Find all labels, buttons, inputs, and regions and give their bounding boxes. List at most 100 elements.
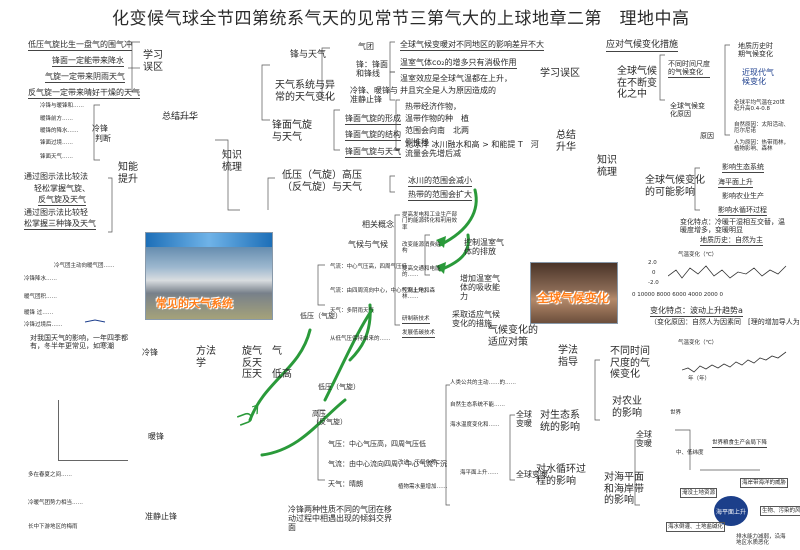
glacier: 冰川的范围会减小	[408, 176, 472, 188]
review-label: 学习 误区	[143, 50, 163, 73]
air-mass: 气团	[358, 42, 374, 51]
adapt-label: 气候变化的 适应对策	[488, 325, 538, 348]
recent-node: 近现代气 候变化	[742, 68, 774, 87]
temperature-chart: 气温变化（℃） 2.0 0 -2.0 0 10000 8000 6000 400…	[632, 252, 798, 298]
warm-note-2: 多在春夏之间……	[28, 472, 73, 478]
pressure-label: 低压（气旋）高压 （反气旋）与天气	[282, 170, 362, 193]
measures-title: 应对气候变化措施	[606, 40, 679, 53]
chart-label-2: （变化原因：自然人为因素同 [理的增加导人为因素为主	[650, 318, 800, 326]
cold-note-3: 暖气团积……	[24, 294, 58, 300]
pressure-note-2: 气流：由四周流向中心，中心气流上升；	[330, 288, 430, 294]
front-systems: 冷锋、暖锋与 准静止锋	[350, 86, 398, 105]
chart-xticks: 0 10000 8000 6000 4000 2000 0	[632, 292, 723, 298]
cause-1: 热带经济作物，	[405, 102, 461, 111]
knowledge-right: 知识 梳理	[597, 155, 617, 178]
flow-item-5: 排水能力减弱，沿海地区水质恶化	[736, 534, 786, 547]
front-types: 锋：锋面 和锋线	[356, 60, 388, 79]
tropics: 热带的范围会扩大	[408, 190, 472, 202]
tiny-rule-3: 暖锋的降水……	[40, 128, 79, 134]
photo-weather-label: 常见的天气系统	[156, 297, 233, 310]
small-note-2: 改变能源消费结构	[402, 242, 441, 255]
flow-item-6: 世界	[670, 410, 682, 416]
small-note-10: 改进、干旱化等……	[398, 460, 448, 466]
recent-series-line	[682, 351, 787, 373]
flow-item-3: 淹没土地资源	[680, 488, 718, 499]
pressure-note-5: 气压：中心气压高，四周气压低	[328, 440, 426, 448]
cold-note-1: 冷气团主动向暖气团……	[54, 263, 115, 269]
judge-label-2: 判断	[95, 134, 111, 143]
comparison-5: 松掌握三种锋及天气	[24, 219, 96, 231]
small-note-8: 自然生态系统不能……	[450, 402, 506, 408]
rule-1: 低压气旋比生一盘气的围气冲	[28, 40, 132, 52]
agri-impact: 对农业 的影响	[612, 396, 642, 419]
cold-note-2: 冷锋降水……	[24, 276, 58, 282]
low-pressure-node: 低压（气旋）	[300, 312, 342, 320]
chart-tick-2: 0	[652, 270, 656, 276]
pressure-note-6: 气流：由中心流向四周，中心气流下沉	[328, 460, 447, 468]
flow-item-7: 中、低纬度	[676, 450, 704, 456]
cold-note-4: 暖锋 过……	[24, 310, 54, 316]
comparison-4: 通过图示法比较轻	[24, 208, 88, 217]
chart-tick-1: 2.0	[648, 260, 657, 266]
sea-level-center: 海平面上升	[714, 496, 748, 526]
impact-sea: 海平面上升	[718, 178, 753, 189]
rising-note: 全球平均气温在20世 纪升高0.4-0.8	[734, 100, 785, 113]
flow-item-1: 世界粮食生产会局下降	[712, 440, 768, 449]
axis-y-label: 气温变化（℃）	[678, 340, 718, 346]
small-note-3: 提高交通和电能的……	[402, 266, 441, 279]
cyclone-row-1: 锋面气旋的形成	[345, 114, 401, 126]
tiny-rule-4: 锋面过境……	[40, 140, 74, 146]
chart-ylabel: 气温变化（℃）	[678, 252, 718, 258]
tiny-rule-5: 锋面天气……	[40, 154, 74, 160]
history-node: 地质历史时 期气候变化	[738, 42, 773, 59]
impact-eco: 影响生态系统	[722, 163, 764, 174]
history-note: 地质历史：自然为主	[700, 236, 763, 247]
judge-label: 冷锋	[92, 124, 108, 133]
sea-ice: 北冰洋 冰川融水和高 > 和能提 T 河流量会先增后减	[405, 140, 539, 159]
photo-climate-label: 全球气候变化	[537, 291, 610, 305]
page-title: 化变候气球全节四第统系气天的见常节三第气大的上球地章二第 理地中高	[112, 9, 690, 29]
change-title: 全球气候 在不断变 化之中	[617, 66, 657, 100]
chart-label-1: 变化特点：波动上升趋势a	[650, 306, 743, 318]
small-note-1: 提高发电和工业生产部门的能源转化和利用效率	[402, 212, 458, 231]
impact-agri: 影响农业生产	[722, 192, 764, 200]
front-row-stationary: 准静止锋	[145, 512, 177, 521]
method-label: 方法 学	[196, 346, 216, 369]
small-note-9: 海水温度变化和……	[450, 422, 500, 428]
ability-label: 知能 提升	[118, 162, 138, 185]
global-warming-2: 全球变暖	[516, 470, 548, 479]
pressure-note-7: 天气：晴朗	[328, 480, 363, 488]
cause-3: 范围会向南 北两	[405, 126, 469, 135]
recent-temp-chart: 气温变化（℃） 年（年）	[678, 340, 793, 386]
related-concept: 相关概念	[362, 220, 394, 229]
high-label: 高压 （反气旋）	[312, 410, 347, 427]
recent-temp-plot	[682, 351, 787, 373]
flow-item-4: 海岸带海洋的威胁	[740, 478, 789, 489]
measure-1: 控制温室气体的排放	[464, 238, 504, 257]
low-label: 低压（气旋）	[318, 383, 360, 391]
flow-item-9: 海水倒灌、土地盐碱化	[666, 522, 726, 533]
cause-2: 温带作物的种 植	[405, 114, 469, 123]
flow-item-8: 生物、污染的风暴	[760, 506, 800, 517]
guide-label: 学法 指导	[558, 345, 578, 368]
front-row-warm: 暖锋	[148, 432, 164, 441]
chart-plot	[668, 265, 787, 279]
comparison-2: 轻松掌握气旋、	[34, 184, 90, 193]
warm-note-1: 对我国天气的影响，一年四季都有，冬半年更常见，如寒潮	[30, 334, 128, 351]
small-note-11: 植物需水量增加……	[398, 484, 448, 490]
chart-tick-3: -2.0	[648, 280, 659, 286]
chart-series-line	[668, 265, 787, 279]
warm-front-diagram	[58, 400, 129, 460]
water-impact: 对水循环过 程的影响	[536, 464, 586, 487]
comparison-3: 反气旋及天气	[38, 195, 86, 207]
climate-header: 全球气候变暖对不同地区的影响差异不大	[400, 40, 544, 52]
summary-right: 总结 升华	[556, 130, 576, 153]
cyclone-text: 旋气 气 反天 压天 低高	[242, 346, 292, 380]
cause-4: 侧推移	[405, 138, 429, 147]
pressure-note-4: 从低气压保持由来的……	[330, 336, 391, 342]
pressure-note-3: 天气：多阴雨天气	[330, 308, 375, 314]
rule-2: 锋面一定能带来降水	[52, 56, 124, 68]
greenhouse: 温室气体co₂的增多只有消极作用	[400, 58, 517, 70]
weather-system: 天气系统与异 常的天气变化	[275, 80, 335, 103]
comparison-1: 通过图示法比较法	[24, 172, 88, 181]
